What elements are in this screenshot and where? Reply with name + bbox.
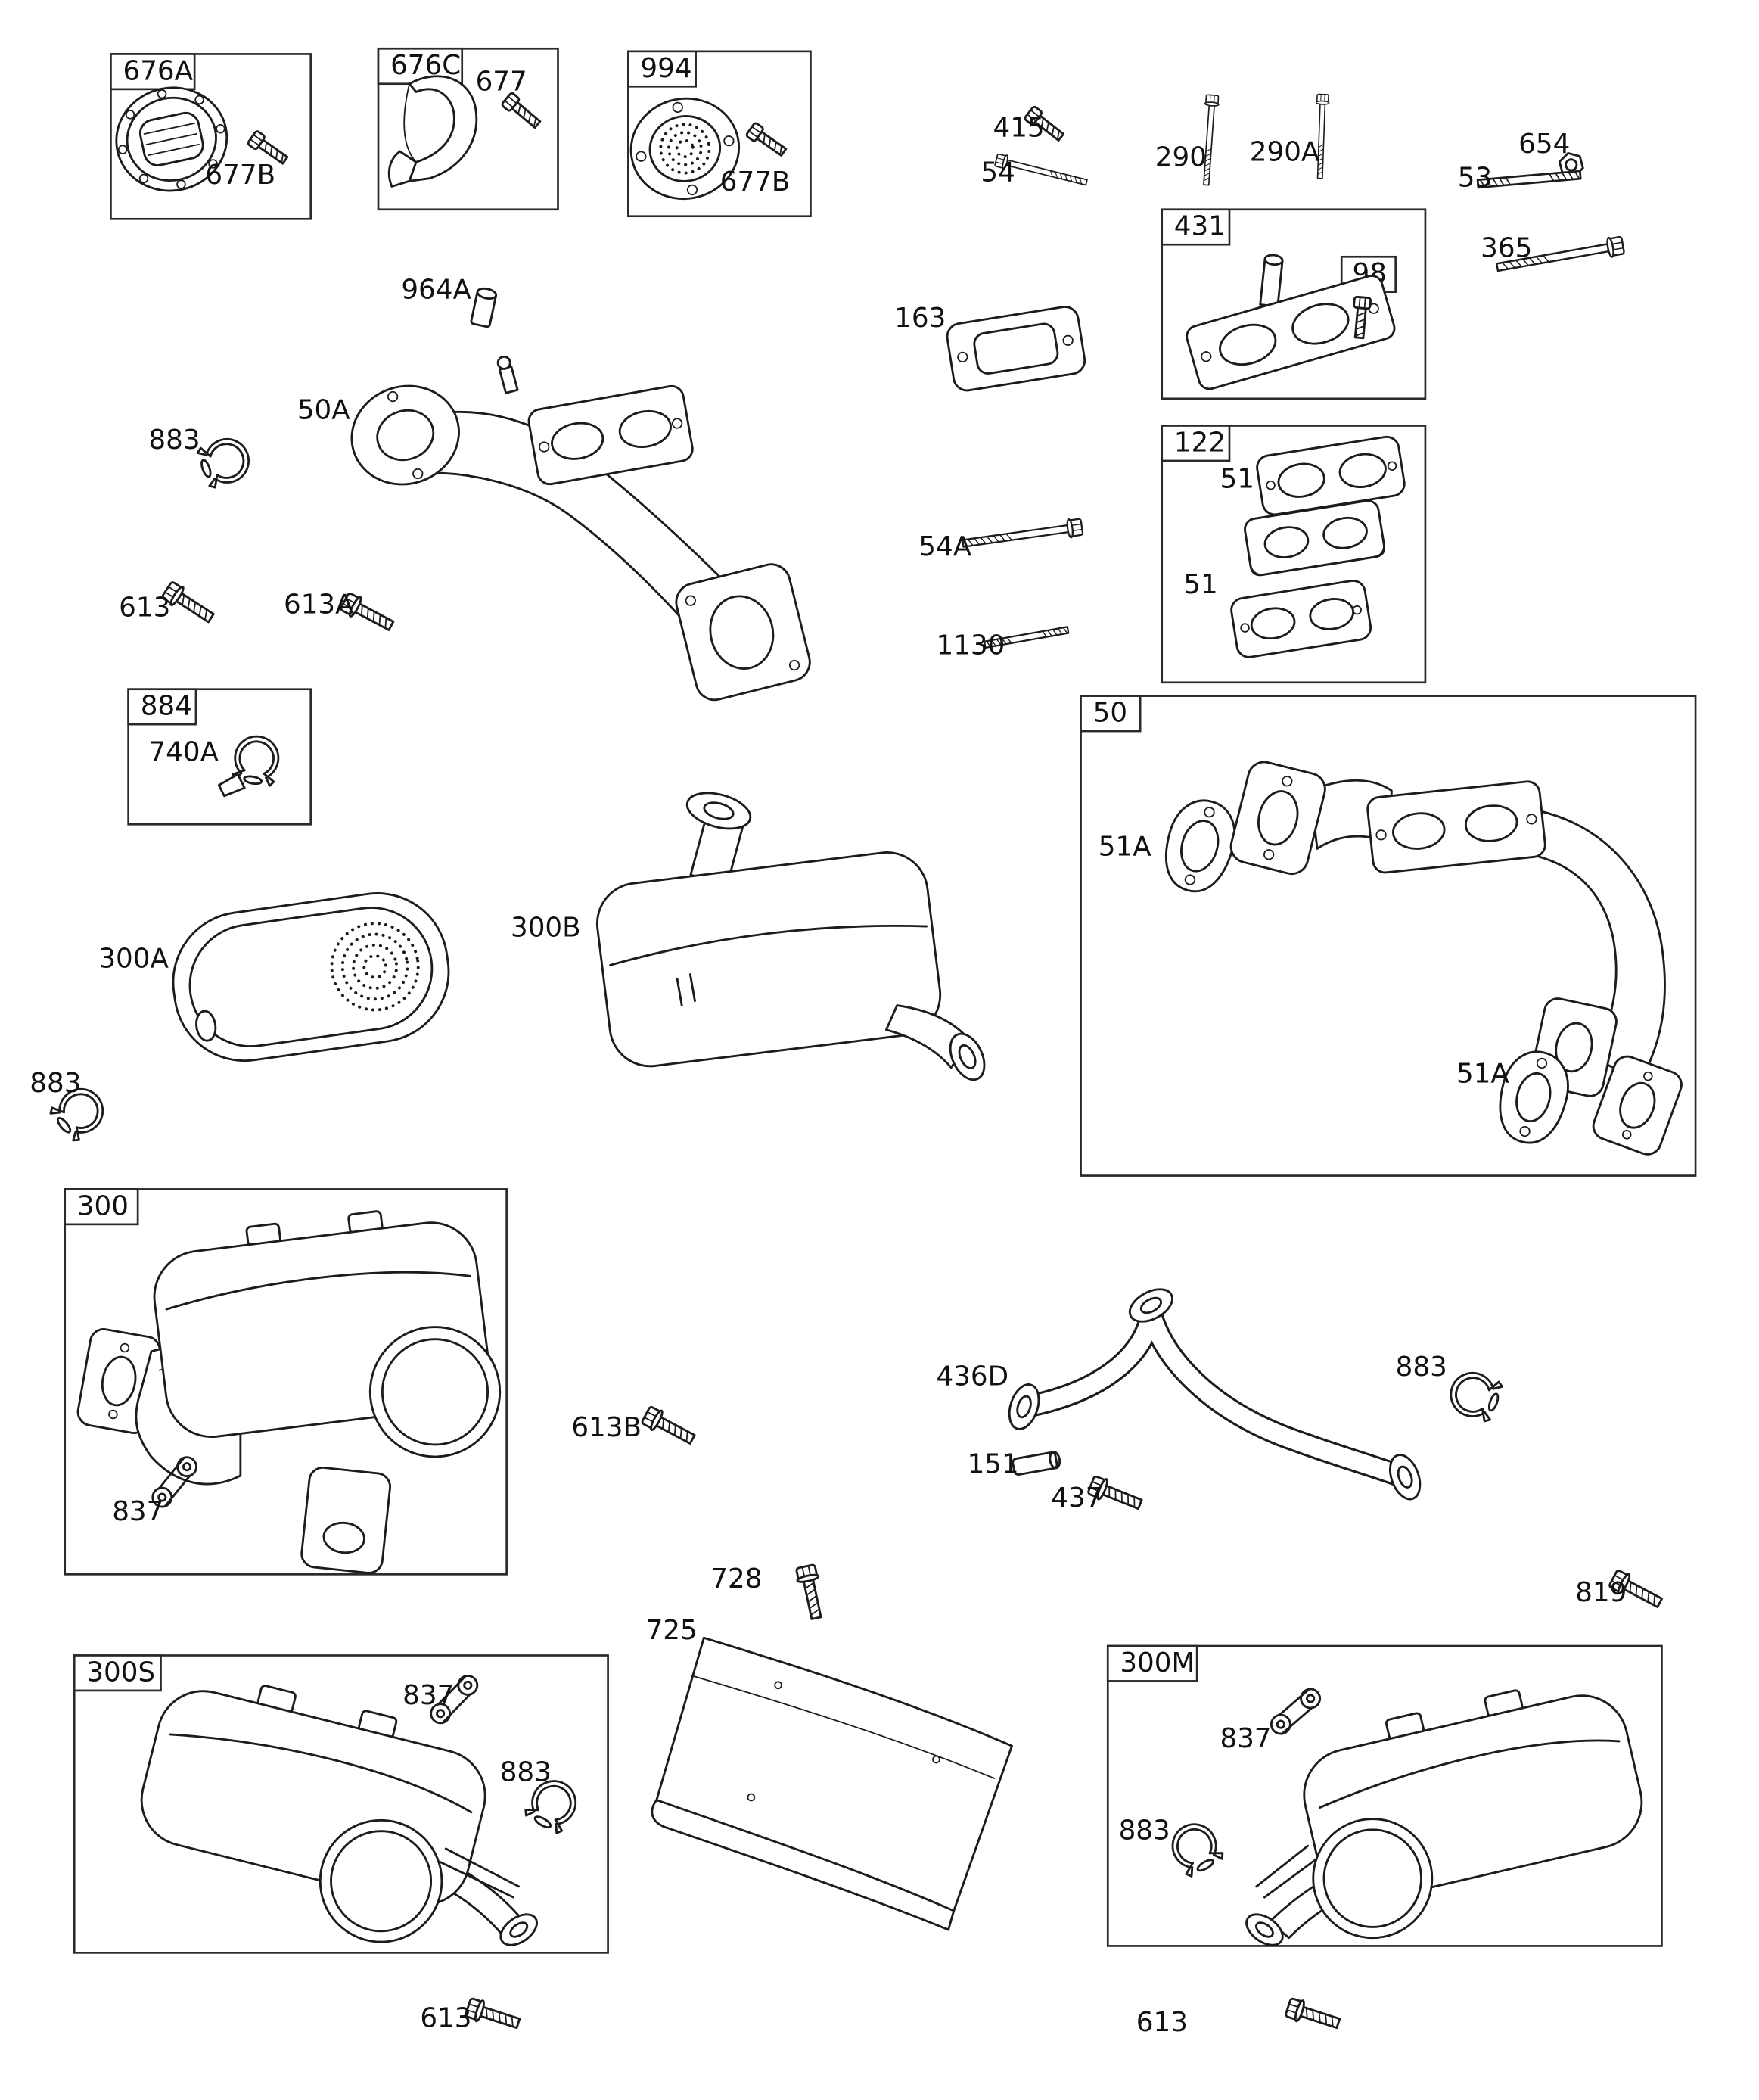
label-box-300: 300 xyxy=(77,1190,129,1221)
label-837-c: 837 xyxy=(1220,1723,1272,1754)
label-box-50: 50 xyxy=(1093,698,1127,729)
group-labels: 677B 677 677B 415 54 290 290A 654 53 365… xyxy=(30,67,1627,2038)
intake-adapter-431 xyxy=(1186,254,1396,390)
spacer-tube-964a xyxy=(470,287,498,328)
label-613-b: 613 xyxy=(420,2003,471,2034)
part-group-300: 300 xyxy=(64,1188,508,1576)
gasket-51a-upper xyxy=(1164,799,1236,893)
heat-shield-725 xyxy=(651,1636,1013,1931)
muffler-300a xyxy=(172,892,450,1062)
clamp-883-e xyxy=(1164,1815,1227,1881)
label-883-a: 883 xyxy=(148,425,200,456)
label-163: 163 xyxy=(894,303,946,334)
part-group-300s: 300S xyxy=(73,1654,609,1954)
part-group-122: 122 xyxy=(1161,425,1427,684)
guard-screen-676a xyxy=(115,86,228,192)
label-54a: 54A xyxy=(918,531,971,562)
muffler-clamp-740a xyxy=(217,732,283,798)
label-365: 365 xyxy=(1481,232,1532,263)
screw-677 xyxy=(500,91,544,132)
label-837-b: 837 xyxy=(402,1680,454,1711)
bolt-613-b xyxy=(463,1996,523,2035)
gasket-51-lower xyxy=(1230,579,1372,658)
label-290: 290 xyxy=(1155,142,1207,173)
label-51a-a: 51A xyxy=(1099,831,1151,862)
muffler-300m xyxy=(1245,1689,1643,1946)
muffler-300b xyxy=(595,792,986,1081)
label-51a-b: 51A xyxy=(1456,1058,1509,1089)
label-box-122: 122 xyxy=(1174,427,1226,458)
group-parts xyxy=(46,75,1683,2035)
label-box-300s: 300S xyxy=(86,1657,155,1688)
exhaust-gasket-163 xyxy=(946,306,1086,392)
label-51-b: 51 xyxy=(1183,569,1217,600)
guard-screen-994 xyxy=(629,97,741,201)
label-728: 728 xyxy=(710,1563,762,1594)
part-group-884: 884 xyxy=(127,688,312,826)
exhaust-manifold-50a xyxy=(350,355,811,702)
label-53: 53 xyxy=(1458,162,1492,193)
label-883-b: 883 xyxy=(30,1068,81,1099)
muffler-300 xyxy=(76,1210,502,1574)
label-box-431: 431 xyxy=(1174,211,1226,242)
exhaust-pipe-436d xyxy=(1008,1288,1422,1501)
label-883-d: 883 xyxy=(500,1757,552,1788)
label-box-676c: 676C xyxy=(390,50,461,81)
label-box-676a: 676A xyxy=(123,55,194,86)
gasket-51a-lower xyxy=(1499,1050,1569,1144)
muffler-deflector-676c xyxy=(387,75,478,188)
label-300a: 300A xyxy=(98,944,169,975)
gasket-51-upper xyxy=(1256,435,1406,516)
screw-677b-b xyxy=(744,121,790,160)
label-290a: 290A xyxy=(1250,137,1320,168)
pipe-spacer-151 xyxy=(1012,1451,1061,1476)
part-group-50: 50 xyxy=(1080,695,1697,1177)
label-883-c: 883 xyxy=(1396,1352,1447,1383)
clamp-883-a xyxy=(194,431,256,491)
label-box-994: 994 xyxy=(640,53,691,84)
label-740a: 740A xyxy=(148,736,219,767)
label-1130: 1130 xyxy=(937,630,1005,661)
label-51-a: 51 xyxy=(1220,464,1254,495)
label-613-a: 613 xyxy=(119,592,170,623)
bolt-54a xyxy=(960,516,1084,554)
label-436d: 436D xyxy=(937,1361,1009,1392)
label-819: 819 xyxy=(1575,1577,1627,1608)
label-300b: 300B xyxy=(511,913,581,944)
stud-53 xyxy=(1476,170,1582,189)
part-group-300m: 300M xyxy=(1106,1644,1663,1947)
muffler-300s xyxy=(140,1685,538,1946)
label-725: 725 xyxy=(646,1615,698,1646)
label-50a: 50A xyxy=(297,395,350,426)
label-box-300m: 300M xyxy=(1120,1647,1195,1678)
part-group-676a: 676A xyxy=(110,53,312,220)
label-54: 54 xyxy=(981,157,1015,188)
intake-spacer-122 xyxy=(1244,499,1386,577)
label-654: 654 xyxy=(1518,129,1570,160)
label-677b-b: 677B xyxy=(720,166,791,198)
label-883-e: 883 xyxy=(1119,1815,1170,1846)
label-151: 151 xyxy=(968,1448,1019,1479)
label-415: 415 xyxy=(993,112,1045,143)
label-677: 677 xyxy=(476,67,527,98)
exhaust-manifold-50 xyxy=(1164,761,1683,1156)
label-837-a: 837 xyxy=(112,1496,163,1527)
label-677b-a: 677B xyxy=(205,160,275,191)
bolt-613b xyxy=(639,1404,699,1450)
label-613b: 613B xyxy=(571,1412,642,1443)
label-437: 437 xyxy=(1051,1482,1102,1514)
clamp-883-c xyxy=(1444,1365,1506,1425)
bolt-613-c xyxy=(1283,1996,1343,2035)
label-box-884: 884 xyxy=(141,691,192,722)
label-964a: 964A xyxy=(401,275,471,306)
screw-728 xyxy=(794,1563,828,1622)
group-boxes: 676A 676C 994 431 98 122 884 xyxy=(64,47,1697,1954)
part-group-994: 994 xyxy=(627,50,812,218)
label-613a: 613A xyxy=(284,590,354,621)
muffler-strap-837-c xyxy=(1262,1685,1329,1738)
label-613-c: 613 xyxy=(1136,2007,1188,2038)
